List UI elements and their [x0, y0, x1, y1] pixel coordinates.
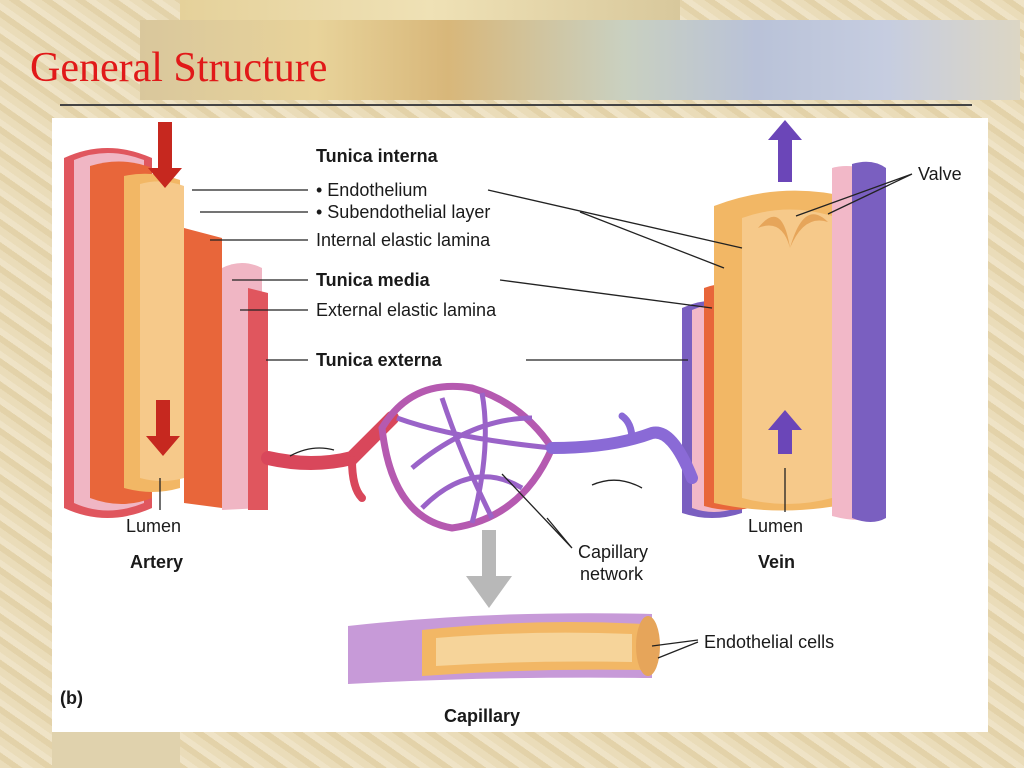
endothelium-leader-vein	[487, 189, 743, 249]
artery-externa-edge	[248, 288, 268, 510]
arrow-down-icon	[148, 122, 182, 188]
flow-arrow-icon	[591, 479, 643, 489]
capillary-network-leader	[501, 473, 573, 549]
label-internal-elastic-lamina: Internal elastic lamina	[316, 230, 491, 250]
label-tunica-interna: Tunica interna	[316, 146, 439, 166]
capillary-lumen	[436, 632, 632, 666]
zoom-arrow-icon	[466, 530, 512, 608]
label-vein: Vein	[758, 552, 795, 572]
arrow-down-icon	[146, 400, 180, 456]
label-valve: Valve	[918, 164, 962, 184]
capillary-loop-outer	[378, 382, 556, 532]
decorative-corner	[52, 732, 180, 768]
arteriole	[261, 411, 399, 470]
label-capillary: Capillary	[444, 706, 520, 726]
venule	[546, 426, 698, 484]
title-divider	[60, 104, 972, 106]
vein-lumen	[742, 209, 832, 504]
decorative-banner-top	[180, 0, 680, 22]
label-endothelium: • Endothelium	[316, 180, 427, 200]
venule-branch	[618, 412, 636, 444]
label-endothelial-cells: Endothelial cells	[704, 632, 834, 652]
label-lumen-artery: Lumen	[126, 516, 181, 536]
label-artery: Artery	[130, 552, 183, 572]
vein-illustration	[682, 120, 886, 522]
subendothelial-leader-vein	[579, 211, 725, 269]
artery-media-step	[184, 228, 222, 508]
valve-cusp-right	[790, 214, 828, 248]
tunica-media-leader-vein	[499, 279, 713, 309]
artery-lumen	[140, 181, 184, 481]
label-subendothelial-layer: • Subendothelial layer	[316, 202, 490, 222]
blood-vessel-diagram: Tunica interna • Endothelium • Subendoth…	[60, 120, 962, 726]
capillary-mesh	[396, 392, 553, 524]
valve-leader	[795, 173, 913, 217]
decorative-banner	[140, 20, 1020, 100]
capillary-opening	[636, 616, 660, 676]
valve-cusp-left	[758, 216, 790, 248]
label-tunica-externa: Tunica externa	[316, 350, 443, 370]
capillary-illustration	[348, 613, 699, 684]
label-capillary-network-line2: network	[580, 564, 644, 584]
arrow-up-icon	[768, 120, 802, 182]
arteriole-branch	[348, 456, 366, 502]
label-panel-letter: (b)	[60, 688, 83, 708]
label-tunica-media: Tunica media	[316, 270, 431, 290]
arrow-up-icon	[768, 410, 802, 454]
label-capillary-network-line1: Capillary	[578, 542, 648, 562]
slide-title: General Structure	[30, 45, 328, 91]
capillary-network	[261, 382, 698, 549]
flow-arrow-icon	[289, 447, 335, 457]
label-external-elastic-lamina: External elastic lamina	[316, 300, 497, 320]
endothelial-cells-leader	[651, 639, 699, 659]
vein-tunica-externa-right	[852, 161, 886, 522]
artery-illustration	[64, 122, 268, 518]
label-lumen-vein: Lumen	[748, 516, 803, 536]
